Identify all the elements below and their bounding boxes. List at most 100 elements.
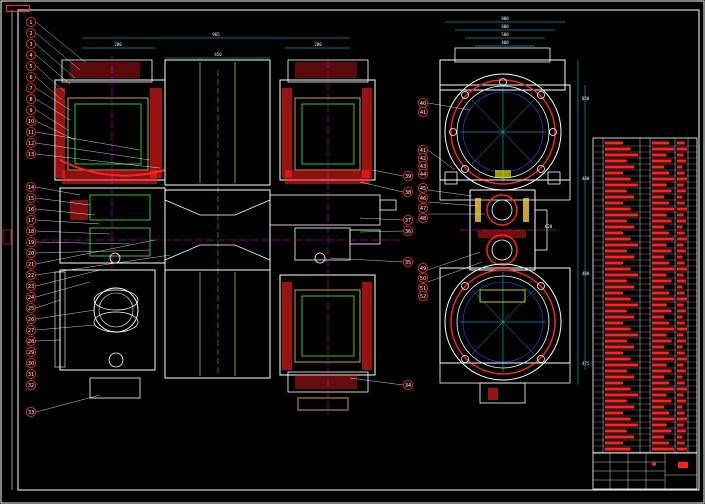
parts-row-text-block — [677, 411, 685, 415]
parts-row-text-block — [605, 189, 627, 193]
parts-row-text-block — [652, 321, 670, 325]
part-balloon: 50 — [417, 272, 429, 284]
parts-row-text-block — [652, 165, 665, 169]
parts-row-text-block — [605, 159, 627, 163]
parts-row-text-block — [605, 255, 635, 259]
parts-row-text-block — [605, 435, 635, 439]
part-balloon: 13 — [25, 148, 37, 160]
part-balloon: 48 — [417, 212, 429, 224]
parts-row-text-block — [677, 207, 687, 211]
parts-row-text-block — [605, 441, 624, 445]
part-balloon: 24 — [25, 291, 37, 303]
part-balloon: 15 — [25, 192, 37, 204]
part-balloon-label: 24 — [28, 295, 34, 301]
parts-row-text-block — [652, 279, 672, 283]
parts-row-text-block — [605, 309, 627, 313]
part-balloon-label: 47 — [420, 206, 426, 212]
parts-row-text-block — [677, 249, 686, 253]
parts-row-text-block — [652, 177, 674, 181]
part-balloon: 42 — [417, 152, 429, 164]
parts-row-text-block — [605, 279, 627, 283]
part-balloon: 1 — [25, 16, 37, 28]
part-balloon-label: 11 — [28, 130, 34, 136]
parts-row-text-block — [605, 201, 624, 205]
part-balloon: 34 — [402, 379, 414, 391]
part-balloon-label: 37 — [405, 218, 411, 224]
parts-row-text-block — [605, 417, 631, 421]
parts-row-text-block — [652, 267, 674, 271]
part-balloon-label: 14 — [28, 185, 34, 191]
parts-row-text-block — [652, 447, 674, 451]
part-balloon-label: 8 — [29, 97, 32, 103]
part-balloon-label: 15 — [28, 196, 34, 202]
part-balloon-label: 23 — [28, 284, 34, 290]
parts-row-text-block — [652, 195, 665, 199]
part-balloon: 28 — [25, 335, 37, 347]
parts-row-text-block — [677, 243, 684, 247]
parts-row-text-block — [605, 345, 635, 349]
parts-row-text-block — [652, 171, 670, 175]
part-balloon-label: 17 — [28, 218, 34, 224]
parts-row-text-block — [677, 159, 686, 163]
part-balloon: 6 — [25, 71, 37, 83]
parts-row-text-block — [677, 141, 685, 145]
parts-row-text-block — [677, 447, 687, 451]
parts-row-text-block — [677, 423, 684, 427]
dim-v2-right-4: 475 — [582, 361, 590, 366]
parts-row-text-block — [677, 309, 686, 313]
part-balloon: 7 — [25, 82, 37, 94]
parts-row-text-block — [652, 309, 672, 313]
parts-row-text-block — [652, 423, 667, 427]
parts-row-text-block — [677, 357, 687, 361]
parts-row-text-block — [605, 285, 635, 289]
parts-row-text-block — [605, 369, 627, 373]
parts-row-text-block — [652, 333, 667, 337]
parts-row-text-block — [677, 165, 683, 169]
parts-row-text-block — [677, 183, 684, 187]
parts-row-text-block — [677, 435, 683, 439]
part-balloon-label: 45 — [420, 186, 426, 192]
part-balloon: 36 — [402, 225, 414, 237]
part-balloon-label: 21 — [28, 262, 34, 268]
parts-row-text-block — [605, 333, 638, 337]
parts-row-text-block — [605, 291, 624, 295]
parts-row-text-block — [605, 327, 631, 331]
parts-row-text-block — [605, 405, 635, 409]
part-balloon-label: 44 — [420, 172, 426, 178]
parts-row-text-block — [677, 231, 685, 235]
parts-row-text-block — [652, 237, 674, 241]
parts-row-text-block — [677, 201, 685, 205]
part-balloon-label: 41 — [420, 110, 426, 116]
part-balloon-label: 30 — [28, 361, 34, 367]
part-balloon: 19 — [25, 236, 37, 248]
parts-row-text-block — [605, 375, 635, 379]
part-balloon: 9 — [25, 104, 37, 116]
parts-row-text-block — [677, 375, 683, 379]
parts-row-text-block — [652, 411, 670, 415]
dim-v2-right-2: 400 — [582, 176, 590, 181]
lower-bearing-circle — [444, 263, 562, 381]
part-balloon: 29 — [25, 346, 37, 358]
parts-row-text-block — [677, 189, 686, 193]
part-balloon-label: 29 — [28, 350, 34, 356]
parts-row-text-block — [677, 327, 687, 331]
part-balloon-label: 32 — [28, 383, 34, 389]
parts-row-text-block — [605, 147, 631, 151]
parts-row-text-block — [605, 183, 638, 187]
parts-row-text-block — [605, 399, 627, 403]
part-balloon-label: 34 — [405, 383, 411, 389]
part-balloon: 10 — [25, 115, 37, 127]
parts-row-text-block — [652, 207, 674, 211]
part-balloon-label: 40 — [420, 101, 426, 107]
part-balloon: 35 — [402, 256, 414, 268]
parts-row-text-block — [652, 255, 665, 259]
right-housing-top — [279, 79, 376, 181]
parts-row-text-block — [605, 351, 624, 355]
dim-top-overall: 965 — [212, 32, 220, 37]
parts-row-text-block — [605, 195, 635, 199]
part-balloon-label: 19 — [28, 240, 34, 246]
part-balloon-label: 51 — [420, 286, 426, 292]
parts-row-text-block — [652, 285, 665, 289]
part-balloon: 40 — [417, 97, 429, 109]
